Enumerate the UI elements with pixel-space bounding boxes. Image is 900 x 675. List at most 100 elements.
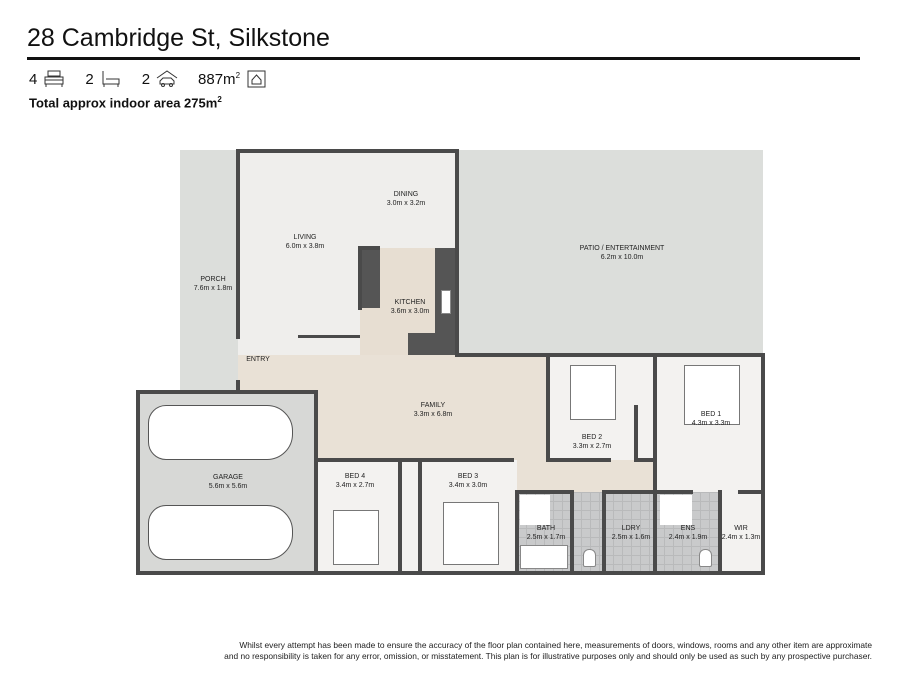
wall (653, 355, 657, 573)
room-size: 7.6m x 1.8m (193, 285, 233, 292)
bed-icon (684, 365, 740, 425)
room-label-bath: BATH 2.5m x 1.7m (527, 524, 566, 542)
property-address: 28 Cambridge St, Silkstone (27, 24, 330, 52)
room-size: 3.3m x 2.7m (572, 443, 612, 450)
wall (515, 490, 519, 573)
bathrooms-count: 2 (85, 70, 94, 88)
car-garage-icon (156, 70, 178, 87)
room-size: 2.4m x 1.9m (668, 534, 708, 541)
wall (358, 246, 380, 250)
car-icon (148, 505, 293, 560)
room-name: WIR (734, 525, 748, 532)
room-name: BATH (536, 525, 556, 532)
room-size: 2.5m x 1.7m (526, 534, 566, 541)
car-icon (148, 405, 293, 460)
room-label-bed4: BED 4 3.4m x 2.7m (336, 472, 375, 490)
bedrooms-count: 4 (29, 70, 38, 88)
room-label-bed1: BED 1 4.3m x 3.3m (692, 410, 731, 428)
bathtub-icon (102, 71, 120, 87)
toilet-icon (583, 549, 596, 567)
wall (761, 353, 765, 575)
room-size: 2.5m x 1.6m (611, 534, 651, 541)
wall (515, 490, 572, 494)
wall (136, 390, 318, 394)
room-label-ens: ENS 2.4m x 1.9m (669, 524, 708, 542)
sink-icon (441, 290, 451, 314)
bed-icon (44, 70, 64, 87)
wall (136, 390, 140, 575)
wall (236, 149, 458, 153)
wall (718, 490, 722, 573)
room-name: LIVING (293, 234, 317, 241)
corridor-floor (572, 492, 604, 573)
house-land-icon (247, 70, 266, 88)
room-label-porch: PORCH 7.6m x 1.8m (194, 275, 233, 293)
room-size: 3.4m x 2.7m (335, 482, 375, 489)
indoor-area-value: Total approx indoor area 275m (29, 95, 218, 111)
room-name: PORCH (200, 276, 226, 283)
disclaimer-line: Whilst every attempt has been made to en… (239, 640, 872, 650)
room-label-entry: ENTRY (246, 355, 270, 364)
room-size: 3.4m x 3.0m (448, 482, 488, 489)
room-size: 4.3m x 3.3m (691, 420, 731, 427)
room-label-living: LIVING 6.0m x 3.8m (286, 233, 325, 251)
car-spaces-count: 2 (141, 70, 151, 88)
bathtub-icon (520, 545, 568, 569)
wall (236, 149, 240, 339)
wall (418, 458, 422, 573)
room-label-kitchen: KITCHEN 3.6m x 3.0m (391, 298, 430, 316)
room-label-bed2: BED 2 3.3m x 2.7m (573, 433, 612, 451)
wall (738, 490, 763, 494)
room-label-bed3: BED 3 3.4m x 3.0m (449, 472, 488, 490)
wall (236, 380, 240, 394)
wall (634, 458, 655, 462)
room-name: ENTRY (246, 356, 270, 363)
room-name: BED 2 (581, 434, 603, 441)
wir-floor (720, 492, 763, 573)
kitchen-bench (408, 333, 438, 355)
wall (455, 149, 459, 357)
room-size: 3.6m x 3.0m (390, 308, 430, 315)
disclaimer-line: and no responsibility is taken for any e… (224, 651, 872, 661)
indoor-area-unit: 2 (217, 95, 222, 104)
shower-icon (520, 495, 550, 525)
room-size: 2.4m x 1.3m (721, 534, 761, 541)
property-stats: 4 2 2 887m2 (29, 70, 282, 88)
room-name: BED 3 (457, 473, 479, 480)
bed-icon (443, 502, 499, 565)
room-label-dining: DINING 3.0m x 3.2m (387, 190, 426, 208)
shower-icon (660, 495, 692, 525)
room-name: DINING (393, 191, 419, 198)
hall-floor (500, 460, 655, 492)
room-size: 3.3m x 6.8m (413, 411, 453, 418)
land-area-unit: 2 (235, 70, 241, 80)
bed-icon (333, 510, 379, 565)
wall (546, 355, 550, 462)
wall (602, 490, 606, 573)
room-size: 3.0m x 3.2m (386, 200, 426, 207)
divider (27, 57, 860, 60)
room-label-wir: WIR 2.4m x 1.3m (722, 524, 761, 542)
wall (653, 490, 693, 494)
room-name: ENS (680, 525, 696, 532)
room-name: BED 4 (344, 473, 366, 480)
wall (634, 405, 638, 460)
porch-floor (180, 150, 238, 392)
room-name: BED 1 (700, 411, 722, 418)
wall (136, 571, 765, 575)
room-name: GARAGE (213, 474, 243, 481)
room-size: 6.0m x 3.8m (285, 243, 325, 250)
toilet-icon (699, 549, 712, 567)
room-name: KITCHEN (394, 299, 426, 306)
wall (358, 246, 362, 310)
wall (455, 353, 765, 357)
wall (314, 390, 318, 573)
land-area-value: 887m (198, 70, 236, 88)
room-size: 6.2m x 10.0m (600, 254, 644, 261)
wall (570, 490, 574, 573)
indoor-area: Total approx indoor area 275m2 (29, 95, 222, 110)
wall (314, 458, 514, 462)
bed-icon (570, 365, 616, 420)
